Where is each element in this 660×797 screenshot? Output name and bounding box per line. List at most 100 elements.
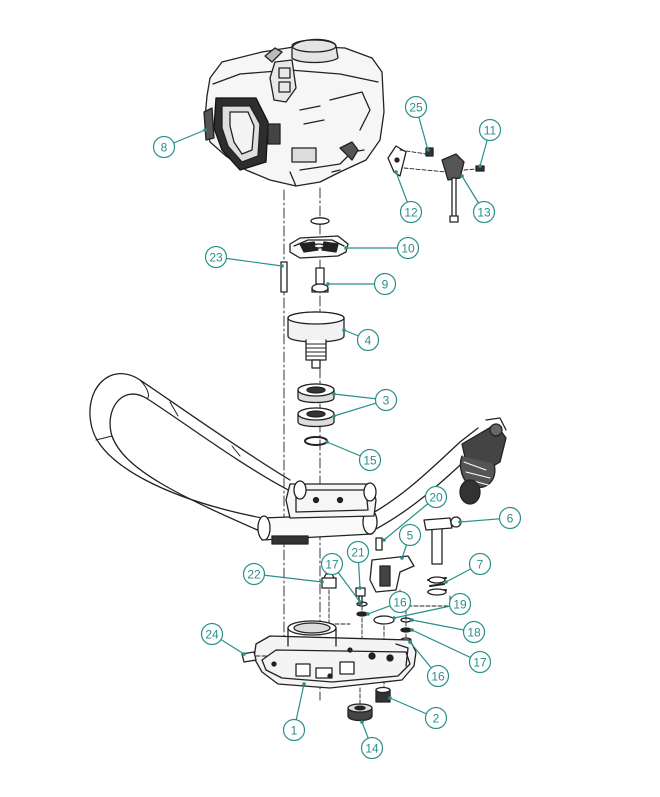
leader-arrow (410, 618, 414, 622)
leader-arrow (394, 170, 398, 174)
callout-label: 1 (291, 724, 298, 738)
leader-line (253, 573, 323, 583)
callout-label: 19 (453, 598, 467, 612)
spring-part (427, 576, 447, 596)
callout-circle (468, 650, 492, 674)
spacer-19-part (373, 615, 395, 625)
leader-arrow (460, 174, 464, 178)
callout-label: 8 (161, 141, 168, 155)
callout-label: 16 (431, 670, 445, 684)
callout-c10: 10 (344, 236, 420, 260)
clutch-bolt-part (311, 267, 329, 293)
callout-circle (360, 736, 384, 760)
leader-line (215, 256, 283, 267)
leader-arrow (392, 616, 396, 620)
leader-arrow (326, 282, 330, 286)
callout-circle (448, 592, 472, 616)
leader-arrow (280, 264, 284, 268)
callout-c20: 20 (382, 485, 448, 542)
callout-circle (472, 200, 496, 224)
clutch-drum-part (287, 311, 345, 369)
callout-label: 24 (205, 628, 219, 642)
callout-circle (204, 245, 228, 269)
leader-arrow (203, 128, 207, 132)
callout-label: 11 (484, 124, 497, 138)
small-pin-part (375, 537, 383, 551)
callout-circle (320, 552, 344, 576)
callout-c3: 3 (332, 388, 398, 418)
callout-label: 17 (473, 656, 487, 670)
callout-circle (398, 523, 422, 547)
leader-arrow (408, 640, 412, 644)
callout-circle (373, 272, 397, 296)
callout-circle (358, 448, 382, 472)
callout-circle (388, 590, 412, 614)
callout-circle (468, 552, 492, 576)
throttle-nut-part (425, 147, 434, 157)
callout-label: 7 (477, 558, 484, 572)
callout-label: 14 (365, 742, 379, 756)
engine-washer-part (310, 217, 330, 225)
callout-circle (396, 236, 420, 260)
callout-c17a: 17 (320, 552, 362, 604)
leader-arrow (242, 652, 246, 656)
leader-arrow (332, 392, 336, 396)
callout-c23: 23 (204, 245, 284, 269)
leader-arrow (478, 164, 482, 168)
callout-label: 3 (383, 394, 390, 408)
leader-arrow (400, 556, 404, 560)
leader-arrow (382, 538, 386, 542)
leader-arrow (302, 682, 306, 686)
handlebar-part (89, 373, 507, 545)
callout-circle (424, 485, 448, 509)
leader-arrow (410, 628, 414, 632)
callout-c2: 2 (388, 696, 448, 730)
leader-arrow (388, 696, 392, 700)
callout-c1: 1 (282, 682, 306, 742)
callout-circle (346, 540, 370, 564)
callout-label: 12 (404, 206, 418, 220)
bracket-plate-part (369, 555, 415, 593)
throttle-lever-part (441, 153, 465, 223)
callout-circle (356, 328, 380, 352)
callout-circle (426, 664, 450, 688)
callout-c12: 12 (394, 170, 423, 224)
leader-arrow (325, 440, 329, 444)
callout-label: 22 (247, 568, 261, 582)
callout-circle (404, 95, 428, 119)
leader-arrow (366, 612, 370, 616)
callout-c11: 11 (478, 118, 502, 168)
callout-c15: 15 (325, 440, 382, 472)
callout-circle (478, 118, 502, 142)
callout-label: 10 (401, 242, 415, 256)
callout-circle (424, 706, 448, 730)
callout-label: 9 (382, 278, 389, 292)
callout-circle (399, 200, 423, 224)
leader-arrow (342, 328, 346, 332)
bushing-2-part (375, 686, 391, 703)
leader-arrow (358, 586, 362, 590)
leader-line (411, 629, 481, 663)
pin-part (280, 261, 288, 293)
callout-circle (242, 562, 266, 586)
bearing-upper-part (297, 383, 335, 404)
callout-c19: 19 (392, 592, 472, 620)
callout-label: 25 (409, 101, 423, 115)
callout-label: 20 (429, 491, 443, 505)
callout-c18: 18 (410, 618, 486, 644)
gear-housing-part (253, 620, 417, 689)
leader-line (383, 496, 437, 541)
leader-arrow (426, 148, 430, 152)
leader-arrow (344, 246, 348, 250)
leader-line (393, 603, 461, 619)
callout-label: 13 (477, 206, 491, 220)
callout-c24: 24 (200, 622, 246, 656)
leader-arrow (360, 720, 364, 724)
lever-assembly-part (375, 516, 462, 565)
retaining-ring-part (304, 436, 328, 446)
callout-circle (152, 135, 176, 159)
bushing-14-part (347, 703, 373, 722)
